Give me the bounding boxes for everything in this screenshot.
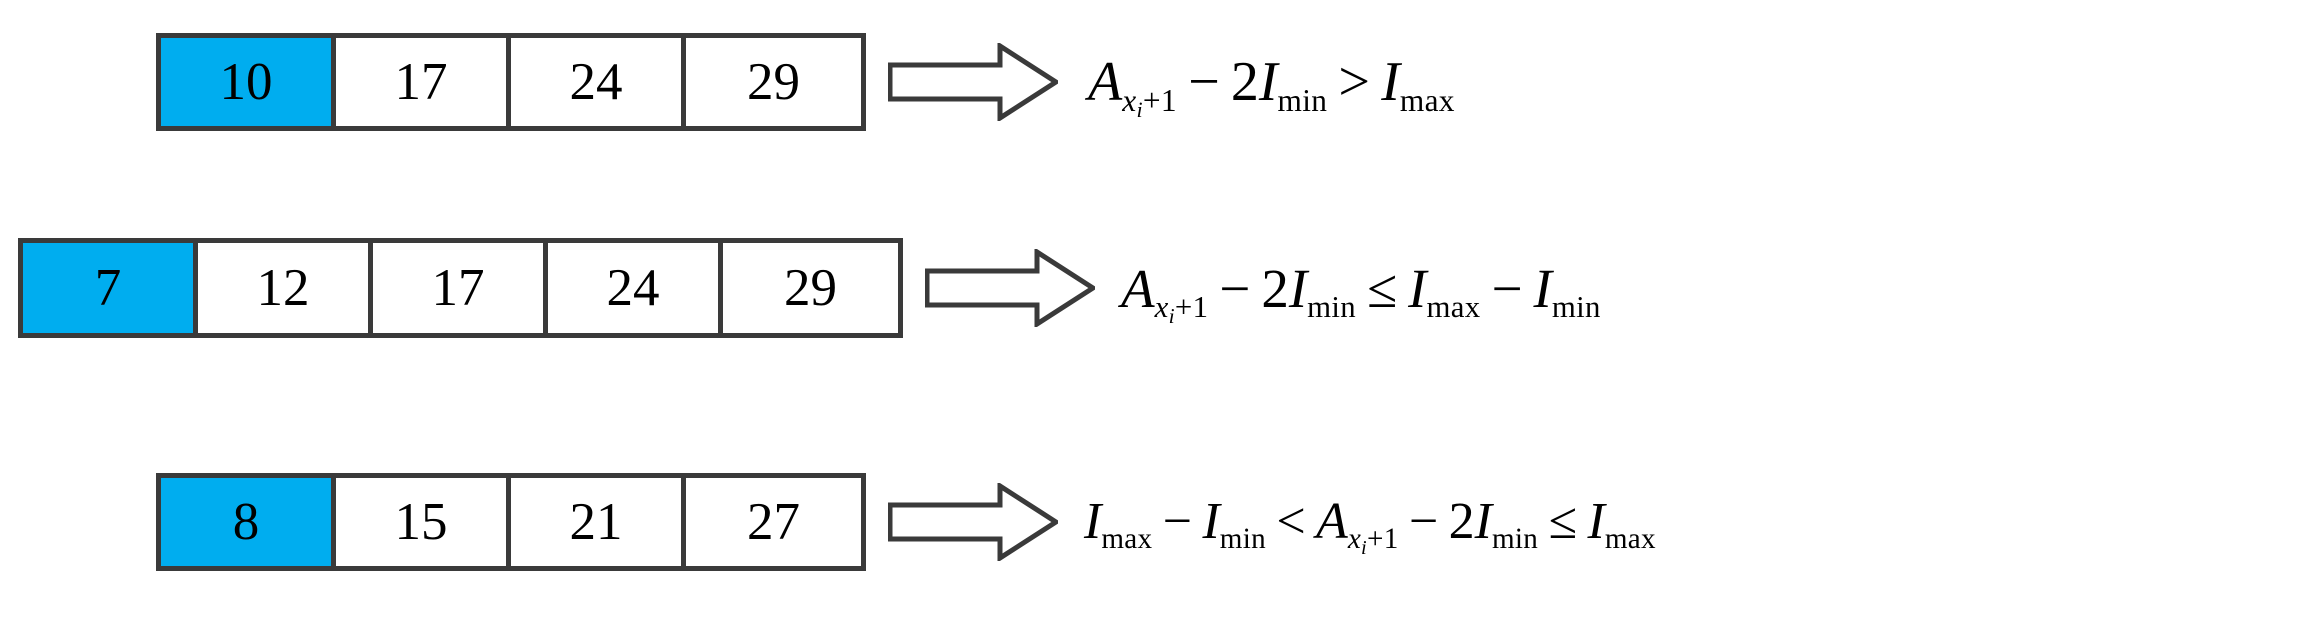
formula-token: I <box>1474 493 1492 550</box>
formula-token: 2 <box>1230 51 1259 113</box>
formula-token: I <box>1587 493 1605 550</box>
formula-token: I <box>1288 257 1308 319</box>
formula-subscript: min <box>1219 522 1266 555</box>
array-cell: 8 <box>161 478 336 566</box>
formula-operator: − <box>1162 493 1193 550</box>
arrow-container-row-2 <box>925 249 1095 327</box>
array-cell: 12 <box>198 243 373 333</box>
formula-subscript: min <box>1551 289 1601 324</box>
formula-token: I <box>1381 51 1400 113</box>
formula-subscript: min <box>1277 82 1328 118</box>
formula-operator: − <box>1408 493 1439 550</box>
formula-token: 2 <box>1261 257 1289 319</box>
array-cell: 17 <box>336 38 511 126</box>
formula-subscript: max <box>1101 522 1153 555</box>
formula-subscript: min <box>1491 522 1539 555</box>
formula-token: A <box>1121 257 1155 319</box>
formula-subscript: max <box>1604 522 1656 555</box>
array-row-1: 10 17 24 29 <box>156 33 866 131</box>
formula-relation: > <box>1338 51 1371 113</box>
array-row-3: 8 15 21 27 <box>156 473 866 571</box>
block-arrow-right-icon <box>888 43 1058 121</box>
array-cell: 21 <box>511 478 686 566</box>
array-row-2: 7 12 17 24 29 <box>18 238 903 338</box>
formula-relation: < <box>1276 493 1306 550</box>
formula-token: I <box>1084 493 1102 550</box>
array-cell: 27 <box>686 478 861 566</box>
arrow-container-row-3 <box>888 483 1058 561</box>
formula-subscript: xi+1 <box>1347 522 1399 559</box>
formula-relation: ≤ <box>1548 493 1578 550</box>
formula-relation: ≤ <box>1366 257 1398 319</box>
formula-subscript: min <box>1307 289 1356 324</box>
formula-subscript: max <box>1399 82 1455 118</box>
formula-subscript: max <box>1426 289 1481 324</box>
array-cell: 15 <box>336 478 511 566</box>
formula-subscript: xi+1 <box>1154 289 1209 329</box>
block-arrow-right-icon <box>925 249 1095 327</box>
formula-operator: − <box>1188 51 1220 113</box>
formula-token: I <box>1202 493 1220 550</box>
block-arrow-right-icon <box>888 483 1058 561</box>
formula-token: 2 <box>1448 493 1475 550</box>
formula-operator: − <box>1219 257 1251 319</box>
formula-token: I <box>1533 257 1552 319</box>
formula-token: A <box>1088 51 1123 113</box>
array-cell: 24 <box>548 243 723 333</box>
array-cell: 7 <box>23 243 198 333</box>
formula-operator: − <box>1491 257 1523 319</box>
formula-token: A <box>1316 493 1348 550</box>
arrow-container-row-1 <box>888 43 1058 121</box>
array-cell: 29 <box>723 243 898 333</box>
array-cell: 24 <box>511 38 686 126</box>
formula-token: I <box>1258 51 1278 113</box>
formula-token: I <box>1408 257 1427 319</box>
array-cell: 29 <box>686 38 861 126</box>
formula-subscript: xi+1 <box>1122 82 1177 123</box>
array-cell: 17 <box>373 243 548 333</box>
array-cell: 10 <box>161 38 336 126</box>
